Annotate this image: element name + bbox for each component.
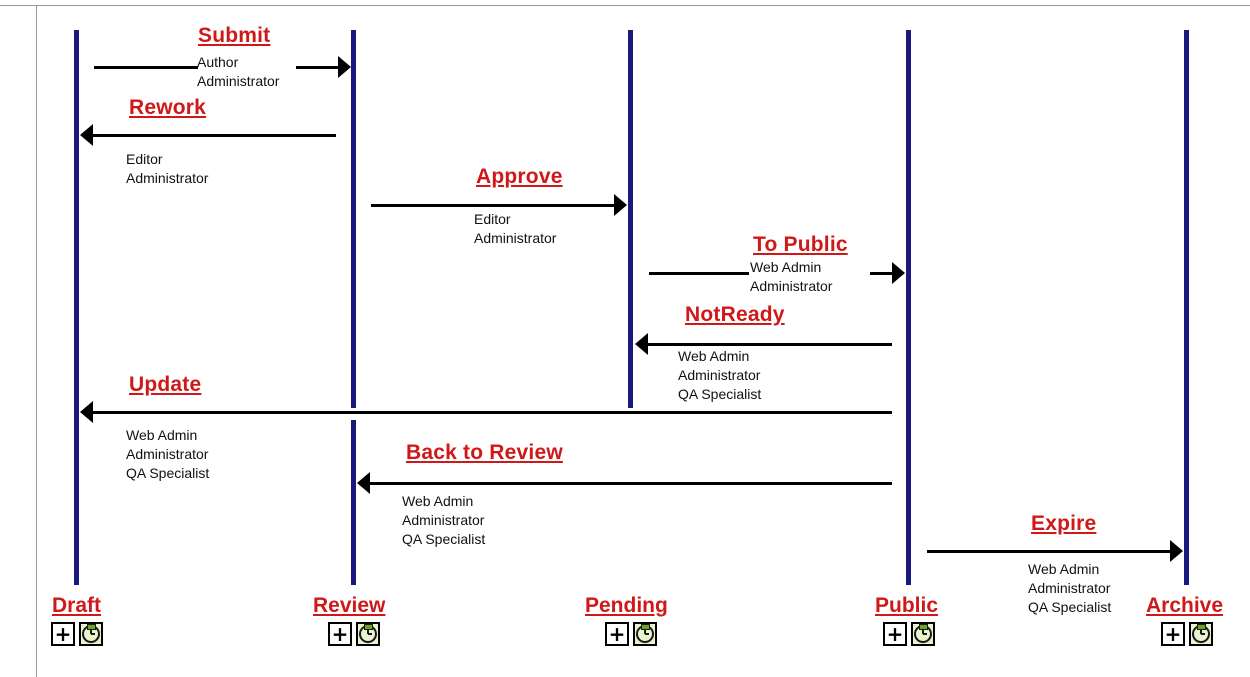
arrowhead-approve bbox=[614, 194, 627, 216]
role-text: Web Admin bbox=[750, 259, 822, 275]
plus-icon[interactable]: + bbox=[328, 622, 352, 646]
arrowhead-to-public bbox=[892, 262, 905, 284]
transition-to-public-link[interactable]: To Public bbox=[753, 233, 848, 256]
clock-icon[interactable] bbox=[356, 622, 380, 646]
state-archive-link[interactable]: Archive bbox=[1146, 594, 1224, 617]
transition-expire-link[interactable]: Expire bbox=[1031, 512, 1097, 535]
role-text: Author bbox=[197, 54, 239, 70]
role-text: Administrator bbox=[750, 278, 833, 294]
frame-border-left bbox=[36, 5, 37, 677]
clock-knob bbox=[87, 624, 96, 630]
plus-icon[interactable]: + bbox=[605, 622, 629, 646]
state-draft-link[interactable]: Draft bbox=[52, 594, 102, 617]
public-actions: + bbox=[883, 622, 943, 647]
plus-icon[interactable]: + bbox=[1161, 622, 1185, 646]
role-text: Editor bbox=[126, 151, 163, 167]
arrowhead-submit bbox=[338, 56, 351, 78]
plus-icon[interactable]: + bbox=[883, 622, 907, 646]
arrowhead-update bbox=[80, 401, 93, 423]
clock-knob bbox=[364, 624, 373, 630]
arrowhead-back-to-review bbox=[357, 472, 370, 494]
state-pending-link[interactable]: Pending bbox=[585, 594, 668, 617]
plus-icon[interactable]: + bbox=[51, 622, 75, 646]
transition-rework-link[interactable]: Rework bbox=[129, 96, 207, 119]
arrow-rework bbox=[93, 134, 336, 137]
role-text: QA Specialist bbox=[126, 465, 210, 481]
transition-notready-link[interactable]: NotReady bbox=[685, 303, 785, 326]
arrowhead-expire bbox=[1170, 540, 1183, 562]
role-text: Web Admin bbox=[126, 427, 198, 443]
role-text: Editor bbox=[474, 211, 511, 227]
clock-knob bbox=[641, 624, 650, 630]
arrow-to-public-left-segment bbox=[649, 272, 749, 275]
transition-back-to-review-roles: Web Admin Administrator QA Specialist bbox=[402, 492, 485, 549]
arrowhead-rework bbox=[80, 124, 93, 146]
role-text: QA Specialist bbox=[1028, 599, 1112, 615]
role-text: Administrator bbox=[197, 73, 280, 89]
clock-face bbox=[914, 624, 932, 643]
role-text: Administrator bbox=[402, 512, 485, 528]
transition-notready-roles: Web Admin Administrator QA Specialist bbox=[678, 347, 761, 404]
clock-icon[interactable] bbox=[911, 622, 935, 646]
clock-knob bbox=[919, 624, 928, 630]
clock-icon[interactable] bbox=[1189, 622, 1213, 646]
clock-face bbox=[359, 624, 377, 643]
state-public-link[interactable]: Public bbox=[875, 594, 939, 617]
frame-border-top bbox=[0, 5, 1250, 6]
role-text: QA Specialist bbox=[402, 531, 486, 547]
transition-back-to-review-link[interactable]: Back to Review bbox=[406, 441, 563, 464]
pending-actions: + bbox=[605, 622, 665, 647]
role-text: Web Admin bbox=[678, 348, 750, 364]
lane-archive bbox=[1184, 30, 1189, 585]
role-text: QA Specialist bbox=[678, 386, 762, 402]
transition-expire-roles: Web Admin Administrator QA Specialist bbox=[1028, 560, 1111, 617]
role-text: Administrator bbox=[678, 367, 761, 383]
lane-review-lower bbox=[351, 420, 356, 585]
role-text: Administrator bbox=[1028, 580, 1111, 596]
role-text: Web Admin bbox=[402, 493, 474, 509]
arrow-submit-left-segment bbox=[94, 66, 198, 69]
arrow-approve bbox=[371, 204, 615, 207]
arrow-expire bbox=[927, 550, 1170, 553]
arrow-update bbox=[93, 411, 892, 414]
role-text: Web Admin bbox=[1028, 561, 1100, 577]
role-text: Administrator bbox=[126, 446, 209, 462]
lane-public bbox=[906, 30, 911, 585]
clock-knob bbox=[1197, 624, 1206, 630]
arrow-submit-right-segment bbox=[296, 66, 338, 69]
clock-icon[interactable] bbox=[633, 622, 657, 646]
state-review-link[interactable]: Review bbox=[313, 594, 386, 617]
lane-review-upper bbox=[351, 30, 356, 408]
clock-face bbox=[636, 624, 654, 643]
transition-submit-roles: Author Administrator bbox=[197, 53, 279, 91]
role-text: Administrator bbox=[474, 230, 557, 246]
lane-pending bbox=[628, 30, 633, 408]
arrow-to-public-right-segment bbox=[870, 272, 892, 275]
lane-draft bbox=[74, 30, 79, 585]
draft-actions: + bbox=[51, 622, 111, 647]
archive-actions: + bbox=[1161, 622, 1221, 647]
clock-face bbox=[82, 624, 100, 643]
arrow-back-to-review bbox=[370, 482, 892, 485]
review-actions: + bbox=[328, 622, 388, 647]
arrowhead-notready bbox=[635, 333, 648, 355]
transition-approve-roles: Editor Administrator bbox=[474, 210, 556, 248]
transition-rework-roles: Editor Administrator bbox=[126, 150, 208, 188]
arrow-notready bbox=[648, 343, 892, 346]
transition-to-public-roles: Web Admin Administrator bbox=[750, 258, 832, 296]
role-text: Administrator bbox=[126, 170, 209, 186]
transition-update-link[interactable]: Update bbox=[129, 373, 202, 396]
clock-face bbox=[1192, 624, 1210, 643]
transition-approve-link[interactable]: Approve bbox=[476, 165, 563, 188]
clock-icon[interactable] bbox=[79, 622, 103, 646]
transition-submit-link[interactable]: Submit bbox=[198, 24, 271, 47]
transition-update-roles: Web Admin Administrator QA Specialist bbox=[126, 426, 209, 483]
